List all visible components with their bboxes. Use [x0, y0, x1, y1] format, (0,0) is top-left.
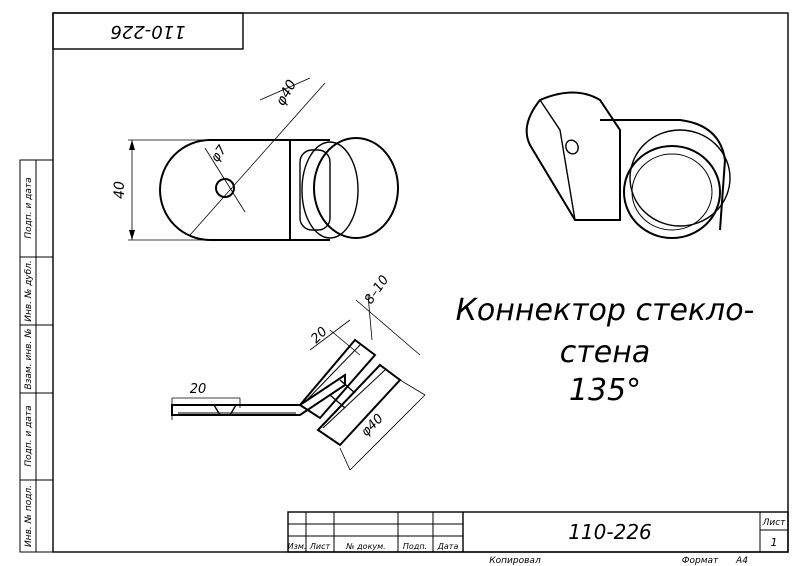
dim-section-diameter: φ40	[358, 411, 386, 439]
isometric-view	[525, 91, 731, 239]
side-label-sign-date-1: Подп. и дата	[24, 177, 34, 238]
drawing-frame	[52, 12, 789, 553]
title-block: Изм. Лист № докум. Подп. Дата 110-226 Ли…	[287, 511, 789, 566]
dim-section-offset: 20	[308, 324, 330, 346]
front-view: 40 φ40 φ7	[112, 77, 399, 241]
dim-section-gap: 8–10	[362, 273, 392, 307]
side-label-sign-date-2: Подп. и дата	[24, 405, 34, 466]
tb-format-value: А4	[735, 556, 748, 566]
dim-section-plate: 20	[190, 382, 207, 397]
tb-copied: Копировал	[489, 556, 541, 566]
corner-stamp-box	[52, 12, 244, 50]
tb-drawing-number: 110-226	[568, 520, 652, 544]
mount-hole	[215, 178, 235, 198]
left-side-strip: Подп. и дата Инв. № дубл. Взам. инв. № П…	[19, 159, 54, 553]
side-label-repl-inv: Взам. инв. №	[24, 328, 34, 389]
tb-col-change: Изм.	[288, 542, 307, 551]
title-line-1: Коннектор стекло-	[456, 293, 755, 328]
tb-col-sheet: Лист	[309, 542, 331, 551]
side-label-dup-inv: Инв. № дубл.	[24, 260, 34, 322]
dim-front-diameter: φ40	[273, 77, 300, 109]
dim-hole-diameter: φ7	[208, 142, 230, 165]
tb-sheet-label: Лист	[762, 518, 787, 528]
dim-height: 40	[112, 181, 128, 199]
tb-col-sign: Подп.	[403, 542, 427, 551]
side-label-orig-inv: Инв. № подл.	[24, 485, 34, 547]
title-line-2: стена	[560, 335, 650, 370]
tb-format-label: Формат	[682, 556, 719, 566]
corner-stamp-text: 110-226	[110, 21, 185, 42]
tb-col-docnum: № докум.	[345, 542, 385, 551]
tb-sheet-number: 1	[771, 536, 778, 549]
title-line-3: 135°	[569, 373, 641, 408]
tb-col-date: Дата	[437, 542, 459, 551]
section-view: 8–10 20 20 φ40	[171, 273, 426, 471]
